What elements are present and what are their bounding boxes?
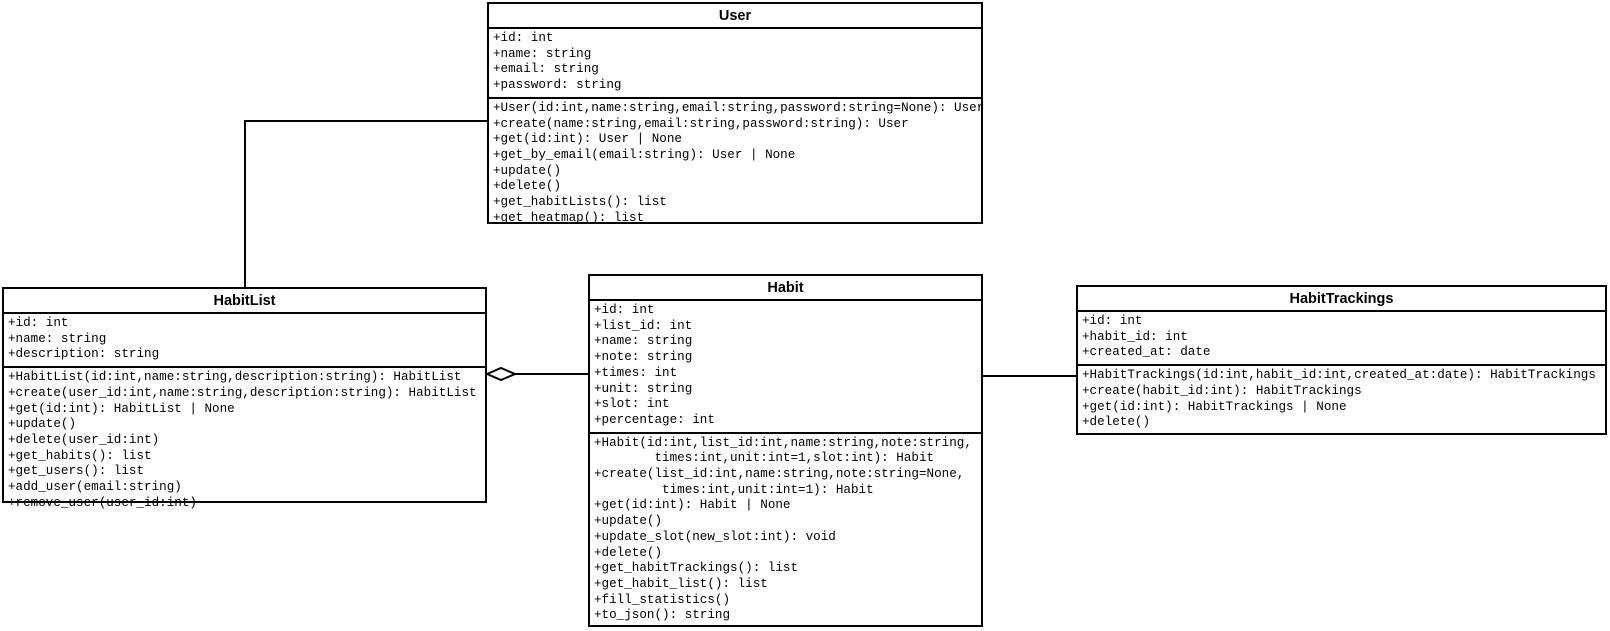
attribute-row: +times: int	[594, 365, 678, 380]
method-row: +get(id:int): Habit | None	[594, 498, 791, 513]
method-row: times:int,unit:int=1,slot:int): Habit	[594, 451, 935, 466]
class-title: HabitTrackings	[1078, 287, 1605, 312]
method-row: times:int,unit:int=1): Habit	[594, 482, 874, 497]
class-title: User	[489, 4, 981, 29]
class-box-habit: Habit +id: int+list_id: int+name: string…	[588, 274, 983, 627]
class-attributes: +id: int+habit_id: int+created_at: date	[1078, 312, 1605, 367]
method-row: +get_habit_list(): list	[594, 576, 768, 591]
method-row: +create(habit_id:int): HabitTrackings	[1082, 383, 1362, 398]
attribute-row: +id: int	[1082, 314, 1143, 328]
class-attributes: +id: int+name: string+description: strin…	[4, 314, 485, 369]
class-methods: +Habit(id:int,list_id:int,name:string,no…	[590, 434, 981, 627]
attribute-row: +name: string	[594, 334, 693, 349]
method-row: +create(name:string,email:string,passwor…	[493, 116, 909, 131]
method-row: +add_user(email:string)	[8, 480, 182, 495]
method-row: +get_by_email(email:string): User | None	[493, 147, 796, 162]
method-row: +fill_statistics()	[594, 592, 731, 607]
class-title: HabitList	[4, 289, 485, 314]
method-row: +create(user_id:int,name:string,descript…	[8, 385, 477, 400]
method-row: +get_habits(): list	[8, 448, 152, 463]
class-attributes: +id: int+name: string+email: string+pass…	[489, 29, 981, 99]
attribute-row: +unit: string	[594, 381, 693, 396]
method-row: +update()	[594, 514, 663, 529]
method-row: +get_habitTrackings(): list	[594, 561, 799, 576]
method-row: +create(list_id:int,name:string,note:str…	[594, 467, 965, 482]
class-methods: +HabitList(id:int,name:string,descriptio…	[4, 368, 485, 514]
method-row: +get(id:int): HabitList | None	[8, 401, 235, 416]
method-row: +to_json(): string	[594, 608, 731, 623]
method-row: +Habit(id:int,list_id:int,name:string,no…	[594, 435, 972, 450]
method-row: +HabitList(id:int,name:string,descriptio…	[8, 370, 462, 385]
user-habitlist-connector-horizontal	[244, 120, 489, 122]
method-row: +delete()	[1082, 415, 1151, 430]
method-row: +HabitTrackings(id:int,habit_id:int,crea…	[1082, 368, 1596, 383]
method-row: +get(id:int): HabitTrackings | None	[1082, 399, 1347, 414]
attribute-row: +id: int	[493, 31, 554, 45]
method-row: +delete(user_id:int)	[8, 432, 160, 447]
class-methods: +User(id:int,name:string,email:string,pa…	[489, 99, 985, 230]
attribute-row: +habit_id: int	[1082, 329, 1188, 344]
method-row: +update()	[493, 163, 562, 178]
method-row: +update_slot(new_slot:int): void	[594, 529, 836, 544]
attribute-row: +id: int	[594, 303, 655, 317]
method-row: +delete()	[594, 545, 663, 560]
user-habitlist-connector-vertical	[244, 120, 246, 288]
method-row: +update()	[8, 417, 77, 432]
method-row: +get_users(): list	[8, 464, 145, 479]
attribute-row: +email: string	[493, 62, 599, 77]
attribute-row: +list_id: int	[594, 318, 693, 333]
class-title: Habit	[590, 276, 981, 301]
class-box-user: User +id: int+name: string+email: string…	[487, 2, 984, 225]
class-methods: +HabitTrackings(id:int,habit_id:int,crea…	[1078, 366, 1605, 433]
method-row: +remove_user(user_id:int)	[8, 495, 197, 510]
attribute-row: +password: string	[493, 78, 622, 93]
aggregation-diamond-icon	[484, 366, 518, 382]
attribute-row: +created_at: date	[1082, 345, 1211, 360]
habit-habittrackings-connector	[981, 375, 1078, 377]
method-row: +delete()	[493, 179, 562, 194]
class-box-habitlist: HabitList +id: int+name: string+descript…	[2, 287, 487, 510]
method-row: +get_habitLists(): list	[493, 195, 667, 210]
attribute-row: +description: string	[8, 347, 160, 362]
class-box-habittrackings: HabitTrackings +id: int+habit_id: int+cr…	[1076, 285, 1607, 435]
attribute-row: +name: string	[493, 46, 592, 61]
attribute-row: +id: int	[8, 316, 69, 330]
attribute-row: +slot: int	[594, 397, 670, 412]
class-attributes: +id: int+list_id: int+name: string+note:…	[590, 301, 981, 434]
method-row: +get_heatmap(): list	[493, 210, 645, 225]
habitlist-habit-connector	[514, 373, 590, 375]
attribute-row: +name: string	[8, 331, 107, 346]
attribute-row: +note: string	[594, 350, 693, 365]
method-row: +get(id:int): User | None	[493, 132, 682, 147]
attribute-row: +percentage: int	[594, 412, 715, 427]
method-row: +User(id:int,name:string,email:string,pa…	[493, 100, 985, 115]
